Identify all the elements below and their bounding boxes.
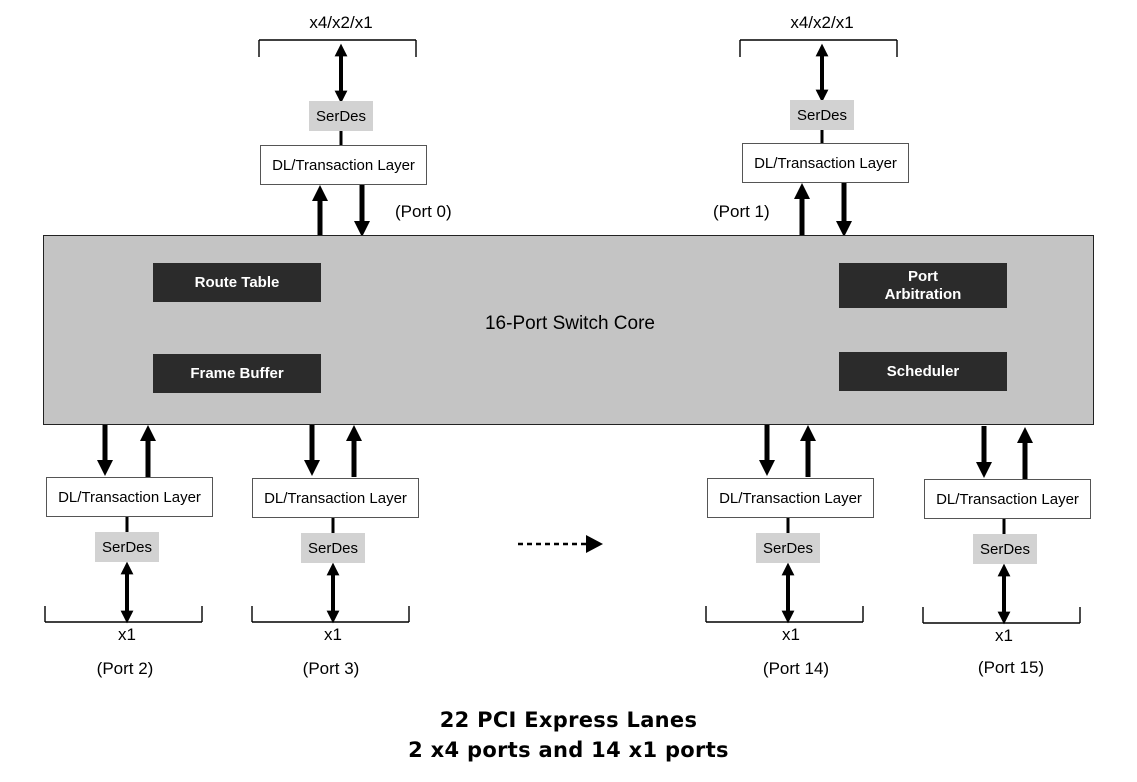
port1-lane-bracket [739, 39, 898, 57]
port14-lane-bracket [705, 606, 864, 623]
port0-dl-transaction-layer: DL/Transaction Layer [260, 145, 427, 185]
port14-lane-width-label: x1 [782, 625, 800, 644]
continuation-arrowhead [586, 535, 603, 553]
scheduler-block: Scheduler [839, 352, 1007, 391]
footer-lanes-caption: 22 PCI Express Lanes [439, 708, 698, 732]
port1-dl-transaction-layer: DL/Transaction Layer [742, 143, 909, 183]
port3-label: (Port 3) [302, 659, 360, 678]
frame-buffer-block: Frame Buffer [153, 354, 321, 393]
port0-lane-bracket [258, 39, 417, 57]
port15-label: (Port 15) [977, 658, 1045, 677]
port1-serdes-block: SerDes [790, 100, 854, 130]
port15-dl-transaction-layer: DL/Transaction Layer [924, 479, 1091, 519]
port1-label: (Port 1) [713, 202, 770, 221]
port15-lane-width-label: x1 [995, 626, 1013, 645]
port2-lane-width-label: x1 [118, 625, 136, 644]
port3-dl-transaction-layer: DL/Transaction Layer [252, 478, 419, 518]
port15-serdes-block: SerDes [973, 534, 1037, 564]
port14-dl-transaction-layer: DL/Transaction Layer [707, 478, 874, 518]
port-arbitration-block: Port Arbitration [839, 263, 1007, 308]
port3-lane-bracket [251, 606, 410, 623]
port2-label: (Port 2) [96, 659, 154, 678]
port0-lane-width-label: x4/x2/x1 [309, 13, 373, 32]
port14-label: (Port 14) [762, 659, 830, 678]
port2-serdes-block: SerDes [95, 532, 159, 562]
port0-serdes-block: SerDes [309, 101, 373, 131]
port3-serdes-block: SerDes [301, 533, 365, 563]
port3-lane-width-label: x1 [324, 625, 342, 644]
port14-serdes-block: SerDes [756, 533, 820, 563]
switch-core-title: 16-Port Switch Core [484, 313, 655, 334]
port1-lane-width-label: x4/x2/x1 [790, 13, 854, 32]
port15-lane-bracket [922, 607, 1081, 624]
footer-ports-caption: 2 x4 ports and 14 x1 ports [408, 738, 729, 762]
route-table-block: Route Table [153, 263, 321, 302]
port2-lane-bracket [44, 606, 203, 623]
port2-dl-transaction-layer: DL/Transaction Layer [46, 477, 213, 517]
port0-label: (Port 0) [395, 202, 452, 221]
